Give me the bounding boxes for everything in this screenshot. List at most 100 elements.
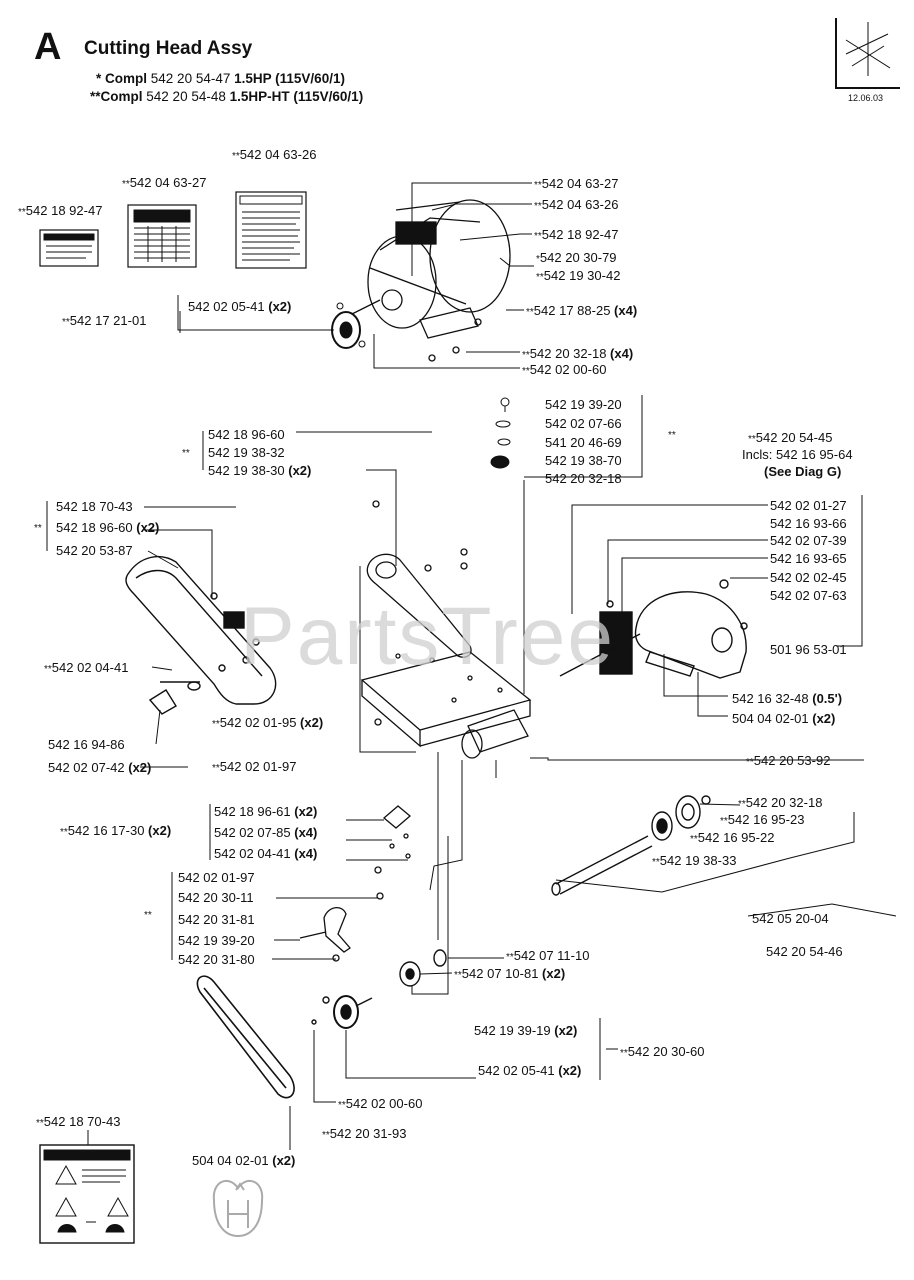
- part-callout[interactable]: **542 16 17-30 (x2): [60, 823, 171, 840]
- part-number: 542 20 31-80: [178, 952, 255, 967]
- brand-logo-icon: [212, 1179, 264, 1238]
- part-callout[interactable]: **542 02 01-95 (x2): [212, 715, 323, 732]
- part-callout[interactable]: 504 04 02-01 (x2): [732, 711, 835, 726]
- warning-decal: [39, 1144, 135, 1244]
- kit-marker: **: [522, 366, 530, 377]
- part-callout[interactable]: 542 20 53-87: [56, 543, 133, 558]
- part-callout[interactable]: 542 18 96-61 (x2): [214, 804, 317, 819]
- part-callout[interactable]: 542 02 07-85 (x4): [214, 825, 317, 840]
- part-callout[interactable]: 542 16 93-65: [770, 551, 847, 566]
- part-callout[interactable]: 542 02 05-41 (x2): [478, 1063, 581, 1078]
- part-callout[interactable]: 542 19 38-70: [545, 453, 622, 468]
- kit-marker: **: [18, 207, 26, 218]
- part-callout[interactable]: 542 02 04-41 (x4): [214, 846, 317, 861]
- kit-marker: **: [690, 834, 698, 845]
- part-number: 542 16 94-86: [48, 737, 125, 752]
- part-number: 542 07 10-81: [461, 966, 539, 981]
- part-number: (See Diag G): [764, 464, 842, 479]
- compl-line-1: * Compl 542 20 54-47 1.5HP (115V/60/1): [96, 71, 345, 86]
- part-callout[interactable]: **542 04 63-26: [232, 147, 316, 164]
- part-callout[interactable]: 542 20 30-11: [178, 890, 254, 905]
- part-callout[interactable]: **542 02 00-60: [522, 362, 606, 379]
- part-callout[interactable]: **542 18 92-47: [18, 203, 102, 220]
- part-callout[interactable]: **542 04 63-26: [534, 197, 618, 214]
- part-number: 542 16 93-65: [770, 551, 847, 566]
- part-number: 542 02 05-41: [478, 1063, 555, 1078]
- kit-marker: **: [62, 317, 70, 328]
- part-callout[interactable]: **542 07 10-81 (x2): [454, 966, 565, 983]
- part-callout[interactable]: 542 05 20-04: [752, 911, 829, 926]
- part-callout[interactable]: 542 02 07-66: [545, 416, 622, 431]
- part-callout[interactable]: 542 18 70-43: [56, 499, 133, 514]
- part-number: 542 19 38-32: [208, 445, 285, 460]
- part-callout[interactable]: 542 16 32-48 (0.5'): [732, 691, 842, 706]
- part-callout[interactable]: 542 19 38-32: [208, 445, 285, 460]
- part-callout[interactable]: **542 17 88-25 (x4): [526, 303, 637, 320]
- frame: [360, 500, 532, 759]
- part-callout[interactable]: 542 19 39-20: [545, 397, 622, 412]
- part-callout[interactable]: *542 20 30-79: [536, 250, 617, 267]
- belt-guard: [125, 555, 277, 715]
- kit-marker: **: [144, 910, 152, 921]
- part-callout[interactable]: **542 20 32-18 (x4): [522, 346, 633, 363]
- part-callout[interactable]: **542 02 01-97: [212, 759, 296, 776]
- compl-line-2-prefix: **Compl: [90, 89, 143, 104]
- part-callout[interactable]: 542 20 32-18: [545, 471, 622, 486]
- part-callout[interactable]: 542 16 93-66: [770, 516, 847, 531]
- handle-bracket: [299, 805, 412, 962]
- part-callout[interactable]: 504 04 02-01 (x2): [192, 1153, 295, 1168]
- part-callout[interactable]: **542 20 31-93: [322, 1126, 406, 1143]
- part-callout[interactable]: **542 18 70-43: [36, 1114, 120, 1131]
- part-callout[interactable]: **542 19 30-42: [536, 268, 620, 285]
- part-callout[interactable]: **542 18 92-47: [534, 227, 618, 244]
- part-callout[interactable]: 542 19 39-20: [178, 933, 255, 948]
- part-quantity: (x4): [290, 846, 318, 861]
- kit-marker: *: [536, 254, 540, 265]
- part-callout[interactable]: **542 20 54-45: [748, 430, 832, 447]
- part-callout[interactable]: 542 20 31-80: [178, 952, 255, 967]
- part-callout[interactable]: 542 02 07-63: [770, 588, 847, 603]
- part-callout[interactable]: (See Diag G): [764, 464, 841, 479]
- section-title: Cutting Head Assy: [84, 38, 253, 59]
- part-callout[interactable]: **542 16 95-23: [720, 812, 804, 829]
- part-callout[interactable]: 542 16 94-86: [48, 737, 125, 752]
- part-callout[interactable]: 542 02 05-41 (x2): [188, 299, 291, 314]
- part-callout[interactable]: 501 96 53-01: [770, 642, 847, 657]
- part-callout[interactable]: 542 20 54-46: [766, 944, 843, 959]
- part-quantity: (x2): [284, 463, 312, 478]
- part-quantity: (x2): [268, 1153, 296, 1168]
- part-callout[interactable]: 542 20 31-81: [178, 912, 255, 927]
- part-callout[interactable]: 541 20 46-69: [545, 435, 622, 450]
- part-callout[interactable]: 542 02 07-39: [770, 533, 847, 548]
- part-number: 542 18 96-60: [56, 520, 133, 535]
- part-number: 542 02 07-85: [214, 825, 291, 840]
- part-quantity: (x2): [144, 823, 172, 838]
- part-callout[interactable]: 542 18 96-60: [208, 427, 285, 442]
- part-callout[interactable]: **542 20 53-92: [746, 753, 830, 770]
- part-callout[interactable]: **542 04 63-27: [122, 175, 206, 192]
- part-callout[interactable]: Incls: 542 16 95-64: [742, 447, 853, 462]
- part-callout[interactable]: 542 19 39-19 (x2): [474, 1023, 577, 1038]
- part-callout[interactable]: **542 20 32-18: [738, 795, 822, 812]
- part-callout[interactable]: **542 19 38-33: [652, 853, 736, 870]
- part-callout[interactable]: **542 20 30-60: [620, 1044, 704, 1061]
- part-callout[interactable]: **542 17 21-01: [62, 313, 146, 330]
- part-quantity: (x2): [538, 966, 566, 981]
- part-number: Incls: 542 16 95-64: [742, 447, 853, 462]
- motor: [351, 199, 511, 362]
- decal-542-04-63-27: [127, 204, 197, 268]
- part-callout[interactable]: 542 02 02-45: [770, 570, 847, 585]
- part-callout[interactable]: 542 19 38-30 (x2): [208, 463, 311, 478]
- part-callout[interactable]: 542 18 96-60 (x2): [56, 520, 159, 535]
- part-callout[interactable]: 542 02 07-42 (x2): [48, 760, 151, 775]
- part-number: 542 04 63-27: [129, 175, 207, 190]
- kit-marker: **: [338, 1100, 346, 1111]
- part-callout[interactable]: 542 02 01-27: [770, 498, 847, 513]
- part-callout[interactable]: 542 02 01-97: [178, 870, 255, 885]
- part-callout[interactable]: **542 02 00-60: [338, 1096, 422, 1113]
- part-callout[interactable]: **542 02 04-41: [44, 660, 128, 677]
- part-number: 542 20 54-45: [755, 430, 833, 445]
- part-callout[interactable]: **542 16 95-22: [690, 830, 774, 847]
- part-callout[interactable]: **542 07 11-10: [506, 948, 589, 965]
- part-callout[interactable]: **542 04 63-27: [534, 176, 618, 193]
